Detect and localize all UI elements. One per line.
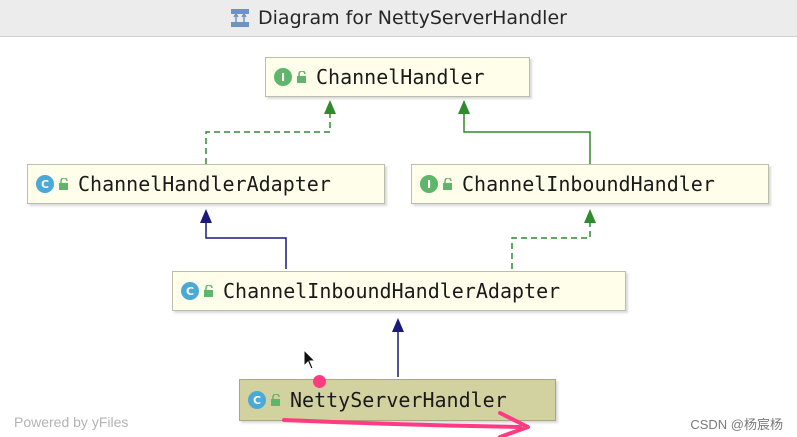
lock-open-icon — [443, 178, 452, 190]
mouse-cursor-icon — [303, 349, 317, 370]
pink-underline-annotation — [282, 418, 522, 429]
node-label: ChannelHandlerAdapter — [78, 172, 331, 196]
arrowhead-handler-left — [324, 100, 336, 114]
node-channel-handler[interactable]: I ChannelHandler — [265, 57, 530, 97]
class-icon: C — [248, 391, 266, 409]
edges-layer — [200, 100, 596, 377]
edge-inbound-extends-handler — [463, 112, 591, 164]
edge-inbound-adapter-implements-inbound — [511, 221, 591, 269]
diagram-canvas[interactable]: I ChannelHandler C ChannelHandlerAdapter… — [0, 37, 797, 437]
lock-open-icon — [59, 178, 68, 190]
lock-open-icon — [204, 285, 213, 297]
window-title-bar: Diagram for NettyServerHandler — [0, 0, 797, 37]
node-netty-server-handler[interactable]: C NettyServerHandler — [239, 379, 556, 421]
window-title: Diagram for NettyServerHandler — [258, 7, 567, 29]
annotation-dot — [313, 375, 326, 388]
class-icon: C — [181, 282, 199, 300]
arrowhead-inbound — [584, 209, 596, 223]
powered-by-label: Powered by yFiles — [14, 414, 129, 430]
node-label: NettyServerHandler — [290, 388, 507, 412]
node-label: ChannelInboundHandler — [462, 172, 715, 196]
node-label: ChannelInboundHandlerAdapter — [223, 279, 561, 303]
pink-arrow-annotation — [498, 411, 530, 437]
node-channel-inbound-handler-adapter[interactable]: C ChannelInboundHandlerAdapter — [172, 271, 626, 311]
node-channel-inbound-handler[interactable]: I ChannelInboundHandler — [411, 164, 769, 204]
arrowhead-handler-right — [458, 100, 470, 114]
interface-icon: I — [274, 68, 292, 86]
arrowhead-inbound-adapter — [392, 318, 404, 332]
watermark: CSDN @杨宸杨 — [690, 417, 783, 432]
annotation-layer — [282, 411, 530, 437]
interface-icon: I — [420, 175, 438, 193]
node-channel-handler-adapter[interactable]: C ChannelHandlerAdapter — [27, 164, 385, 204]
edge-adapter-implements-handler — [205, 112, 331, 164]
diagram-icon — [231, 9, 250, 27]
class-icon: C — [36, 175, 54, 193]
node-label: ChannelHandler — [316, 65, 485, 89]
arrowhead-adapter — [200, 209, 212, 223]
lock-open-icon — [297, 71, 306, 83]
edge-inbound-adapter-extends-adapter — [205, 221, 287, 269]
lock-open-icon — [271, 394, 280, 406]
